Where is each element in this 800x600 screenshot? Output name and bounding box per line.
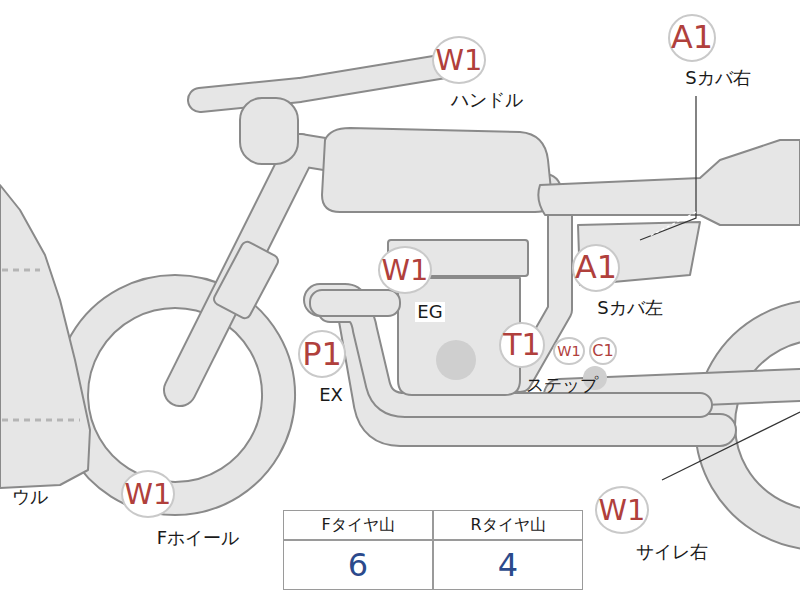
seat [538, 140, 800, 225]
callout-circle: W1ハンドル [432, 36, 487, 84]
fork-cover [212, 240, 280, 321]
part-name: ウル [12, 487, 48, 507]
part-name: サイレ右 [634, 542, 710, 562]
callout-number: P1 [302, 338, 342, 370]
leader-dash [650, 212, 696, 236]
callout-circle: W1EG [378, 246, 433, 294]
headlight [240, 98, 298, 164]
exhaust-head [310, 290, 400, 316]
callout-circle: C1 [589, 337, 617, 365]
callout-number: W1 [382, 256, 429, 285]
bike-parts [0, 98, 800, 488]
table-text: Fタイヤ山 [321, 515, 394, 536]
table-cell: Fタイヤ山 [283, 510, 433, 540]
callout-number: A1 [671, 22, 713, 54]
callout-circle: T1 [499, 322, 545, 368]
callout-number: W1 [436, 46, 483, 75]
callout-number: C1 [592, 343, 613, 359]
part-name: EG [415, 302, 444, 322]
callout-circle: P1EX [298, 330, 346, 378]
callout-circle: A1Sカバ右 [668, 14, 716, 62]
table-text: 6 [348, 546, 368, 584]
engine-case-dot [436, 340, 476, 380]
table-text: Rタイヤ山 [470, 515, 545, 536]
callout-circle: W1Fホイール [121, 470, 176, 518]
part-name: Fホイール [155, 528, 241, 548]
fairing-seams [2, 270, 80, 420]
table-text: 4 [498, 546, 518, 584]
callout-circle: W1 [553, 337, 584, 365]
leader-lines [640, 96, 800, 480]
tank [322, 128, 552, 212]
callout-number: W1 [125, 480, 172, 509]
table-cell: 6 [283, 540, 433, 590]
callout-number: W1 [599, 496, 646, 525]
part-name: Sカバ右 [683, 68, 752, 88]
part-name: ハンドル [449, 90, 525, 110]
callout-number: A1 [575, 252, 617, 284]
part-name: ステップ [526, 375, 598, 395]
callout-circle: A1Sカバ左 [572, 244, 620, 292]
callout-number: T1 [503, 330, 540, 360]
table-cell: 4 [433, 540, 583, 590]
callout-circle: W1サイレ右 [595, 486, 650, 534]
callout-number: W1 [557, 344, 580, 358]
part-name: EX [317, 385, 345, 405]
bike-body [55, 275, 800, 550]
table-cell: Rタイヤ山 [433, 510, 583, 540]
frame-tubes [180, 62, 800, 430]
fairing [0, 185, 90, 488]
part-name: Sカバ左 [595, 298, 664, 318]
